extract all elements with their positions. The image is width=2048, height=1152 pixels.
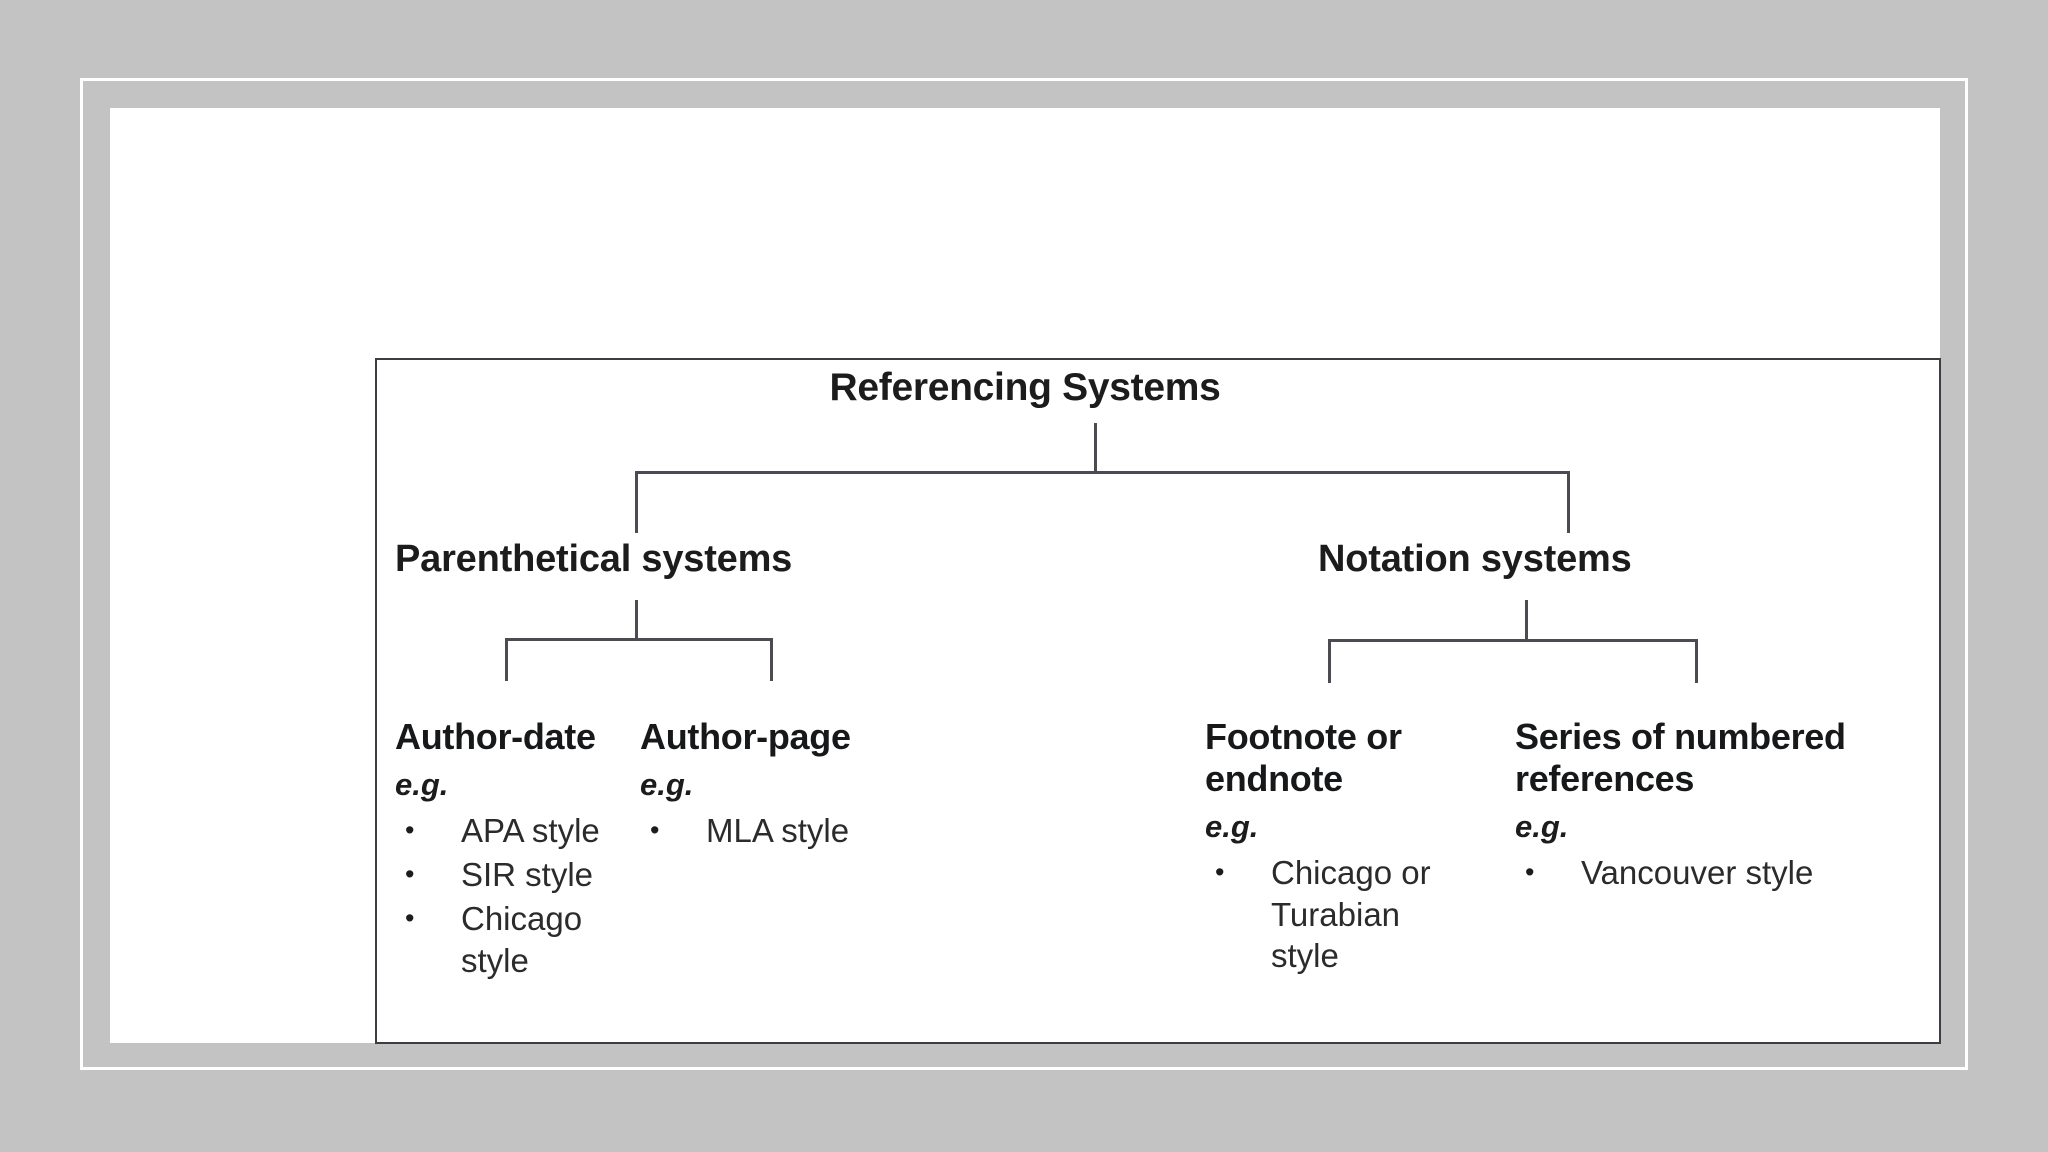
list-item-label: APA style [461, 811, 600, 849]
branch-label-notation-systems: Notation systems [1318, 538, 1632, 580]
list-item: • Chicago style [395, 898, 605, 982]
connector-right-subbranch-stem [1525, 600, 1528, 641]
leaf-node-author-page: Author-page e.g. • MLA style [640, 716, 900, 854]
list-item-label: Chicago style [461, 899, 583, 979]
root-node-label: Referencing Systems [829, 366, 1221, 409]
leaf-eg-label: e.g. [1515, 808, 1569, 844]
bullet-icon: • [405, 814, 415, 845]
list-item: • SIR style [395, 854, 605, 896]
list-item-label: SIR style [461, 855, 594, 893]
connector-left-subbranch-bar [505, 638, 773, 641]
connector-left-subbranch-drop-right [770, 638, 773, 681]
list-item: • Chicago or Turabian style [1205, 852, 1475, 978]
connector-right-subbranch-bar [1328, 639, 1698, 642]
list-item: • APA style [395, 810, 605, 852]
leaf-example-list: • Vancouver style [1515, 852, 1915, 894]
leaf-node-series-of-numbered-references: Series of numbered references e.g. • Van… [1515, 716, 1915, 896]
connector-right-subbranch-drop-right [1695, 639, 1698, 683]
connector-left-subbranch-drop-left [505, 638, 508, 681]
branch-label-parenthetical-systems: Parenthetical systems [395, 538, 793, 580]
outer-white-frame [80, 78, 1968, 1070]
diagram-border-box [375, 358, 1941, 1044]
leaf-eg-label: e.g. [395, 766, 449, 802]
list-item-label: Chicago or Turabian style [1271, 853, 1431, 975]
list-item-label: Vancouver style [1581, 853, 1814, 891]
leaf-node-author-date: Author-date e.g. • APA style • SIR style… [395, 716, 605, 983]
connector-right-subbranch-drop-left [1328, 639, 1331, 683]
list-item-label: MLA style [706, 811, 850, 849]
connector-level1-bar [635, 471, 1570, 474]
leaf-heading: Series of numbered references [1515, 716, 1846, 799]
bullet-icon: • [405, 858, 415, 889]
leaf-heading: Footnote or endnote [1205, 716, 1402, 799]
leaf-eg-label: e.g. [640, 766, 694, 802]
list-item: • MLA style [640, 810, 900, 852]
leaf-eg-label: e.g. [1205, 808, 1259, 844]
connector-level1-drop-right [1567, 471, 1570, 533]
connector-left-subbranch-stem [635, 600, 638, 640]
bullet-icon: • [650, 814, 660, 845]
connector-root-stem [1094, 423, 1097, 473]
list-item: • Vancouver style [1515, 852, 1915, 894]
leaf-example-list: • Chicago or Turabian style [1205, 852, 1475, 978]
bullet-icon: • [1215, 856, 1225, 887]
bullet-icon: • [405, 902, 415, 933]
connector-level1-drop-left [635, 471, 638, 533]
bullet-icon: • [1525, 856, 1535, 887]
content-card: Referencing Systems Parenthetical system… [110, 108, 1941, 1044]
leaf-example-list: • APA style • SIR style • Chicago style [395, 810, 605, 982]
leaf-heading: Author-date [395, 716, 596, 757]
leaf-heading: Author-page [640, 716, 851, 757]
leaf-example-list: • MLA style [640, 810, 900, 852]
leaf-node-footnote-or-endnote: Footnote or endnote e.g. • Chicago or Tu… [1205, 716, 1475, 979]
